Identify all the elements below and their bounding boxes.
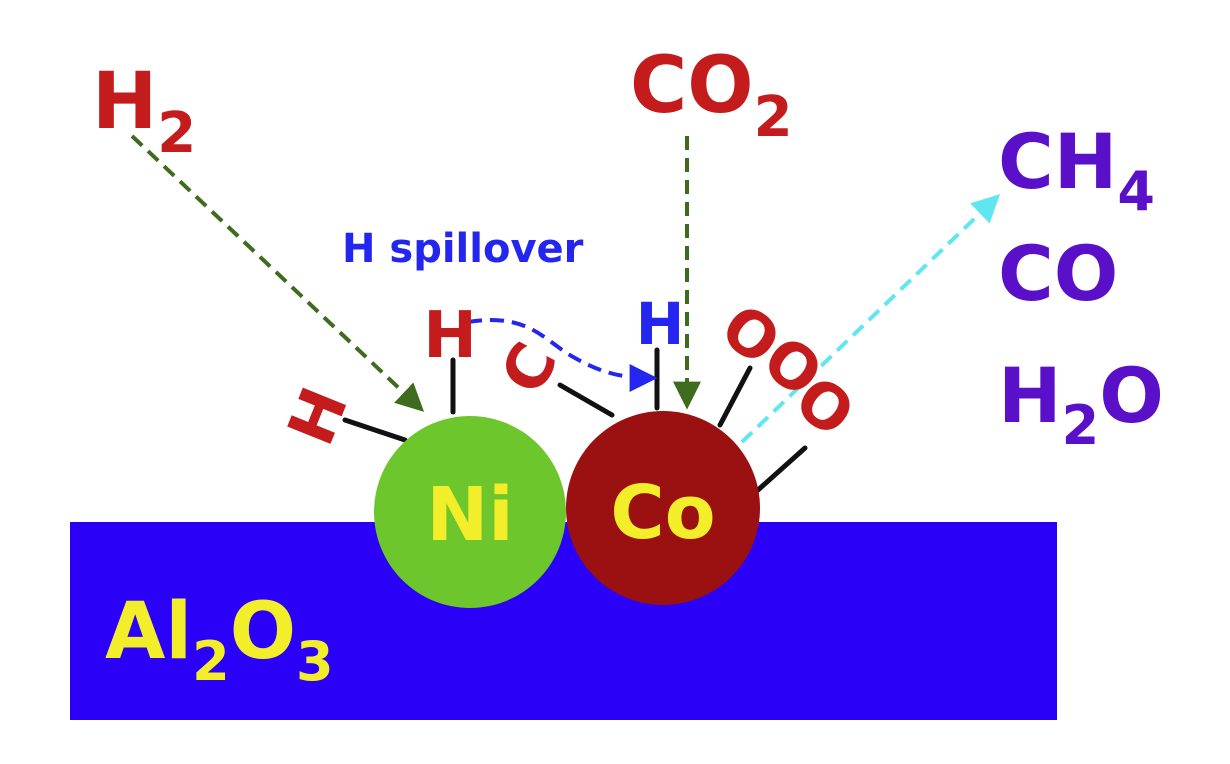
alumina-label: Al2O3	[105, 587, 334, 693]
h2-reactant-label: H2	[92, 57, 196, 166]
h-spillover-arrow	[467, 318, 658, 392]
product-ch4: CH4	[998, 117, 1155, 223]
ni-label: Ni	[426, 472, 513, 558]
surface-bonds	[342, 347, 808, 493]
h-spillover-label: H spillover	[342, 226, 584, 272]
h2-adsorption-arrow	[130, 134, 425, 412]
product-h2o: H2O	[998, 351, 1164, 457]
co2-reactant-label: CO2	[630, 41, 793, 150]
adsorbed-c-atom: C	[486, 331, 572, 405]
bond-c-co	[557, 382, 615, 418]
co-label: Co	[610, 470, 715, 556]
bond-o-upper-co	[717, 365, 753, 428]
product-desorption-arrow	[740, 194, 1001, 444]
product-co: CO	[998, 229, 1118, 318]
ni-particle	[374, 416, 566, 608]
bond-o-lower-co	[755, 445, 808, 493]
co-particle	[566, 411, 760, 605]
alumina-support	[70, 522, 1057, 720]
adsorbed-h-ni-top: H	[423, 299, 477, 373]
adsorbed-h-co: H	[636, 290, 685, 358]
adsorbed-h-ni-left: H	[274, 378, 363, 455]
bond-h-left-ni	[342, 417, 408, 443]
